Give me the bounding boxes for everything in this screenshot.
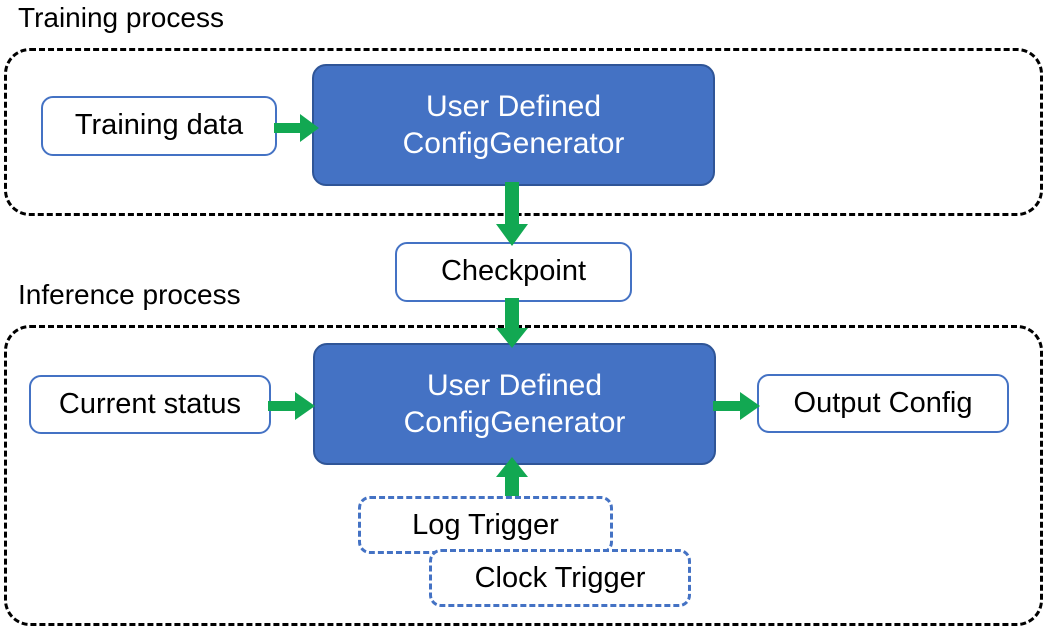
node-current-status[interactable]: Current status xyxy=(29,375,271,434)
training-process-container xyxy=(4,48,1043,216)
node-user-defined-configgenerator-inference[interactable]: User Defined ConfigGenerator xyxy=(313,343,716,465)
arrow-current-status-to-generator xyxy=(268,392,315,420)
arrow-trigger-to-generator xyxy=(496,457,528,505)
node-output-config[interactable]: Output Config xyxy=(757,374,1009,433)
arrow-generator-to-checkpoint xyxy=(496,182,528,246)
arrow-checkpoint-to-generator xyxy=(496,298,528,348)
inference-process-container xyxy=(4,325,1043,626)
training-process-caption: Training process xyxy=(18,2,224,33)
node-checkpoint[interactable]: Checkpoint xyxy=(395,242,632,302)
node-training-data[interactable]: Training data xyxy=(41,96,277,156)
node-user-defined-configgenerator-training[interactable]: User Defined ConfigGenerator xyxy=(312,64,715,186)
inference-process-caption: Inference process xyxy=(18,279,241,310)
node-log-trigger[interactable]: Log Trigger xyxy=(358,496,613,554)
arrow-training-data-to-generator xyxy=(274,114,319,142)
arrow-generator-to-output xyxy=(713,392,760,420)
node-clock-trigger[interactable]: Clock Trigger xyxy=(429,549,691,607)
